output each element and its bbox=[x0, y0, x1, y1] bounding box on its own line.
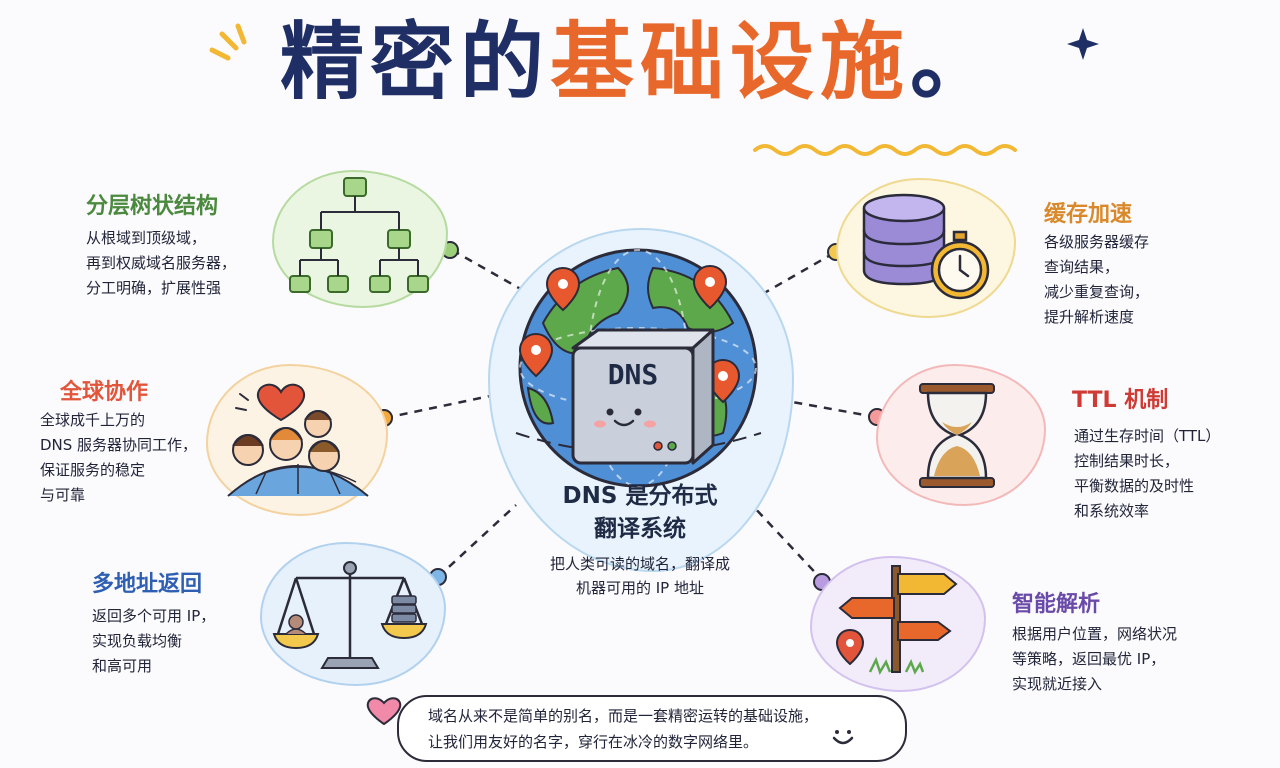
page-title: 精密的基础设施。 bbox=[0, 20, 1280, 104]
tree-desc-line: 从根域到顶级域， bbox=[86, 229, 207, 247]
user-icon bbox=[288, 614, 304, 630]
center-desc-line-2: 机器可用的 IP 地址 bbox=[575, 579, 704, 597]
global-desc-line: 保证服务的稳定 bbox=[40, 461, 146, 479]
hourglass-icon bbox=[919, 383, 995, 488]
ttl-description: 通过生存时间（TTL） 控制结果时长， 平衡数据的及时性 和系统效率 bbox=[1074, 424, 1220, 524]
quote-line-2: 让我们用友好的名字，穿行在冰冷的数字网络里。 bbox=[428, 733, 759, 751]
server-rack-icon bbox=[391, 595, 417, 623]
stopwatch-icon bbox=[930, 230, 990, 300]
smart-heading: 智能解析 bbox=[1012, 592, 1101, 617]
location-pin-icon bbox=[835, 628, 865, 666]
ttl-desc-line: 通过生存时间（TTL） bbox=[1074, 427, 1221, 445]
global-desc-line: DNS 服务器协同工作， bbox=[40, 436, 198, 454]
tree-desc-line: 再到权威域名服务器， bbox=[86, 254, 237, 272]
smart-description: 根据用户位置，网络状况 等策略，返回最优 IP， 实现就近接入 bbox=[1012, 622, 1177, 697]
quote-text: 域名从来不是简单的别名，而是一套精密运转的基础设施， 让我们用友好的名字，穿行在… bbox=[428, 703, 888, 755]
star-icon bbox=[1067, 28, 1099, 60]
center-title: DNS 是分布式 翻译系统 bbox=[540, 480, 740, 546]
location-pin-icon bbox=[545, 266, 581, 312]
balance-scale-icon bbox=[272, 561, 428, 669]
heart-icon bbox=[366, 697, 402, 726]
multi-desc-line: 和高可用 bbox=[92, 657, 153, 675]
smart-desc-line: 实现就近接入 bbox=[1012, 675, 1103, 693]
multi-desc-line: 实现负载均衡 bbox=[92, 632, 183, 650]
multi-description: 返回多个可用 IP， 实现负载均衡 和高可用 bbox=[92, 604, 215, 679]
tree-structure-icon bbox=[289, 177, 429, 293]
multi-desc-line: 返回多个可用 IP， bbox=[92, 607, 216, 625]
global-team-icon bbox=[227, 383, 369, 497]
tree-heading: 分层树状结构 bbox=[86, 194, 219, 219]
sparkle-strokes-icon bbox=[209, 23, 247, 61]
database-icon bbox=[862, 193, 946, 286]
title-end: 。 bbox=[910, 13, 1001, 111]
location-pin-icon bbox=[692, 264, 728, 310]
center-desc-line-1: 把人类可读的域名，翻译成 bbox=[549, 555, 730, 573]
multi-heading: 多地址返回 bbox=[92, 572, 203, 597]
quote-line-1: 域名从来不是简单的别名，而是一套精密运转的基础设施， bbox=[428, 707, 819, 725]
tree-description: 从根域到顶级域， 再到权威域名服务器， 分工明确，扩展性强 bbox=[86, 226, 236, 301]
center-title-line-1: DNS 是分布式 bbox=[562, 483, 718, 509]
dns-server-label: DNS bbox=[607, 358, 659, 391]
center-title-line-2: 翻译系统 bbox=[594, 516, 686, 542]
heart-icon bbox=[256, 383, 306, 422]
ttl-heading: TTL 机制 bbox=[1072, 388, 1169, 413]
dns-server-icon bbox=[571, 328, 715, 465]
title-part-1: 精密的 bbox=[279, 13, 550, 111]
database-stopwatch-icon bbox=[862, 193, 990, 300]
title-decorations bbox=[209, 23, 1099, 156]
cache-heading: 缓存加速 bbox=[1044, 202, 1133, 227]
cache-desc-line: 减少重复查询， bbox=[1044, 283, 1150, 301]
global-desc-line: 全球成千上万的 bbox=[40, 411, 146, 429]
location-pin-icon bbox=[518, 332, 554, 378]
global-heading: 全球协作 bbox=[60, 380, 149, 405]
smile-icon bbox=[832, 730, 854, 745]
cache-desc-line: 各级服务器缓存 bbox=[1044, 233, 1150, 251]
quote-box bbox=[397, 695, 907, 762]
title-part-2: 基础设施 bbox=[549, 13, 910, 111]
cache-desc-line: 查询结果， bbox=[1044, 258, 1120, 276]
ttl-desc-line: 和系统效率 bbox=[1074, 502, 1150, 520]
global-desc-line: 与可靠 bbox=[40, 486, 86, 504]
ttl-desc-line: 控制结果时长， bbox=[1074, 452, 1180, 470]
globe-illustration bbox=[515, 248, 762, 488]
cache-description: 各级服务器缓存 查询结果， 减少重复查询， 提升解析速度 bbox=[1044, 230, 1149, 330]
ttl-desc-line: 平衡数据的及时性 bbox=[1074, 477, 1195, 495]
smart-desc-line: 等策略，返回最优 IP， bbox=[1012, 650, 1166, 668]
wavy-underline bbox=[753, 144, 1017, 156]
smart-desc-line: 根据用户位置，网络状况 bbox=[1012, 625, 1178, 643]
tree-desc-line: 分工明确，扩展性强 bbox=[86, 279, 222, 297]
signpost-icon bbox=[835, 565, 958, 675]
global-description: 全球成千上万的 DNS 服务器协同工作， 保证服务的稳定 与可靠 bbox=[40, 408, 197, 508]
center-description: 把人类可读的域名，翻译成 机器可用的 IP 地址 bbox=[500, 552, 780, 600]
cache-desc-line: 提升解析速度 bbox=[1044, 308, 1135, 326]
